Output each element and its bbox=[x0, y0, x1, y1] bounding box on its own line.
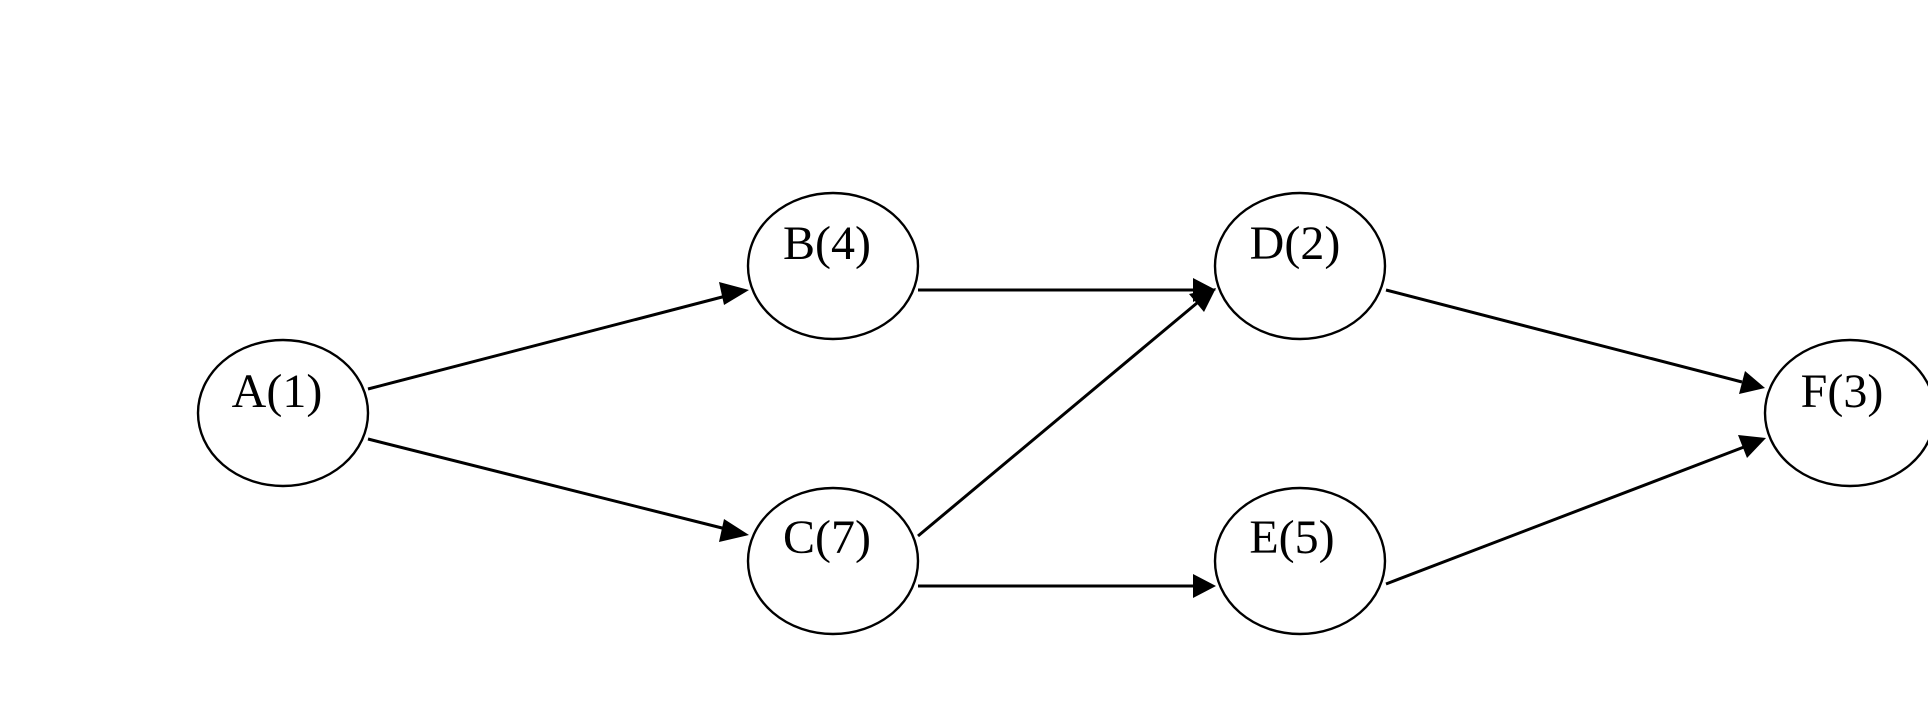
node-b-label: B(4) bbox=[783, 217, 871, 270]
node-f-shape bbox=[1763, 338, 1928, 488]
edge-a-b bbox=[367, 282, 749, 391]
edge-c-d bbox=[917, 288, 1216, 538]
nodes: A(1) B(4) C(7) D(2) E(5) F(3) bbox=[196, 191, 1928, 636]
edge-b-d bbox=[918, 278, 1216, 302]
node-b-shape bbox=[746, 191, 920, 341]
node-a[interactable]: A(1) bbox=[196, 338, 370, 488]
node-a-label: A(1) bbox=[232, 365, 323, 418]
edges bbox=[367, 278, 1766, 598]
node-b[interactable]: B(4) bbox=[746, 191, 920, 341]
edge-c-e bbox=[918, 574, 1216, 598]
node-c-label: C(7) bbox=[783, 511, 871, 564]
node-d[interactable]: D(2) bbox=[1213, 191, 1387, 341]
node-f[interactable]: F(3) bbox=[1763, 338, 1928, 488]
node-d-shape bbox=[1213, 191, 1387, 341]
node-a-shape bbox=[196, 338, 370, 488]
node-c-shape bbox=[746, 486, 920, 636]
edge-e-f bbox=[1385, 435, 1766, 586]
node-d-label: D(2) bbox=[1250, 217, 1341, 270]
edge-a-c bbox=[367, 437, 749, 542]
node-e[interactable]: E(5) bbox=[1213, 486, 1387, 636]
edge-d-f bbox=[1385, 288, 1765, 394]
node-f-label: F(3) bbox=[1801, 365, 1884, 418]
node-c[interactable]: C(7) bbox=[746, 486, 920, 636]
node-e-shape bbox=[1213, 486, 1387, 636]
node-e-label: E(5) bbox=[1249, 511, 1334, 564]
